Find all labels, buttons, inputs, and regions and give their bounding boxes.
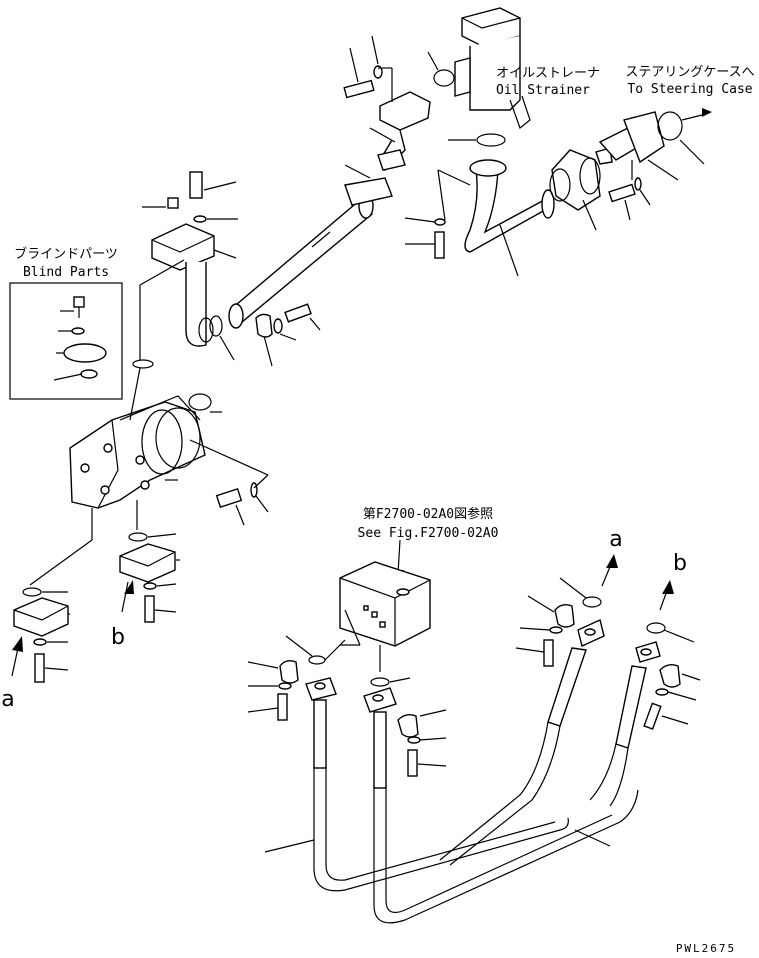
suction-hose-group [228,164,393,367]
see-fig-label-en: See Fig.F2700-02A0 [358,526,499,541]
blind-parts-label-ja: ブラインドパーツ [14,246,118,262]
valve-block [339,561,431,647]
flange-block-a-body [13,597,69,637]
pump-flange [155,407,201,469]
hose-a-sleeve [547,647,587,727]
blind-washer [71,327,85,335]
pipe-bolt [608,183,636,203]
center-tube [464,169,551,253]
blind-plate [63,343,107,363]
arrow-b-icon [124,580,134,594]
oil-strainer-label-ja: オイルストレーナ [496,66,600,81]
elbow-bolt [189,171,203,199]
split-flange [255,313,273,338]
elbow-o-ring [209,315,223,337]
pump-o-ring [188,393,212,411]
pump-assembly [69,393,269,526]
arrow-a-icon [12,636,23,652]
elbow-flange-block [151,223,215,271]
drawing-code: PWL2675 [676,942,736,955]
elbow-pipe [185,262,207,347]
see-fig-label-ja: 第F2700-02A0図参照 [363,506,493,522]
marker-a-right: a [609,527,622,552]
strainer-o-ring [433,69,455,87]
pressure-hose-b: b [589,551,701,807]
hose-b-sleeve [615,665,647,749]
marker-b-left: b [111,625,125,650]
pressure-hose-center [363,687,639,924]
hose-flange [344,177,393,206]
oil-strainer-label-en: Oil Strainer [496,83,590,98]
pressure-hose-left [247,659,569,892]
blind-bolt-head [73,296,85,308]
suction-hose [228,199,373,323]
flange-block-b-body [119,543,176,583]
steering-flange [623,111,665,164]
center-tube-group [404,159,555,277]
blind-parts-box [9,282,123,400]
steering-pipe-group: ステアリングケースへ To Steering Case [549,65,755,231]
hose-center-sleeve [373,711,387,789]
steering-case-label-en: To Steering Case [627,82,752,97]
tube-bolt [434,231,445,259]
hose-coupling [551,149,601,211]
pressure-hose-a: a [439,527,623,866]
marker-b-right: b [673,551,687,576]
steering-case-label-ja: ステアリングケースへ [625,65,754,80]
blind-parts-group: ブラインドパーツ Blind Parts [9,246,123,400]
suction-elbow-group [129,171,238,421]
oil-strainer-group: オイルストレーナ Oil Strainer [343,7,600,172]
hose-left-line [313,766,569,892]
hose-left-sleeve [313,699,327,769]
marker-a-left: a [1,687,14,712]
arrow-to-steering-icon [702,108,712,117]
strainer-elbow [379,91,431,131]
strainer-bolt [343,79,375,99]
flange-bolt [284,303,312,323]
flange-block-a: a [1,508,93,712]
hose-center-line [373,786,639,924]
valve-block-group: 第F2700-02A0図参照 See Fig.F2700-02A0 [285,506,499,687]
blind-o-ring [80,369,98,379]
arrow-a-right-icon [606,554,618,568]
tube-flange-top [469,159,507,177]
steering-o-ring [657,111,683,141]
blind-parts-label-en: Blind Parts [23,265,109,280]
flange-block-b: b [111,500,180,650]
arrow-b-right-icon [662,580,674,594]
pump-bolt [215,488,243,508]
pump-housing [69,401,206,509]
